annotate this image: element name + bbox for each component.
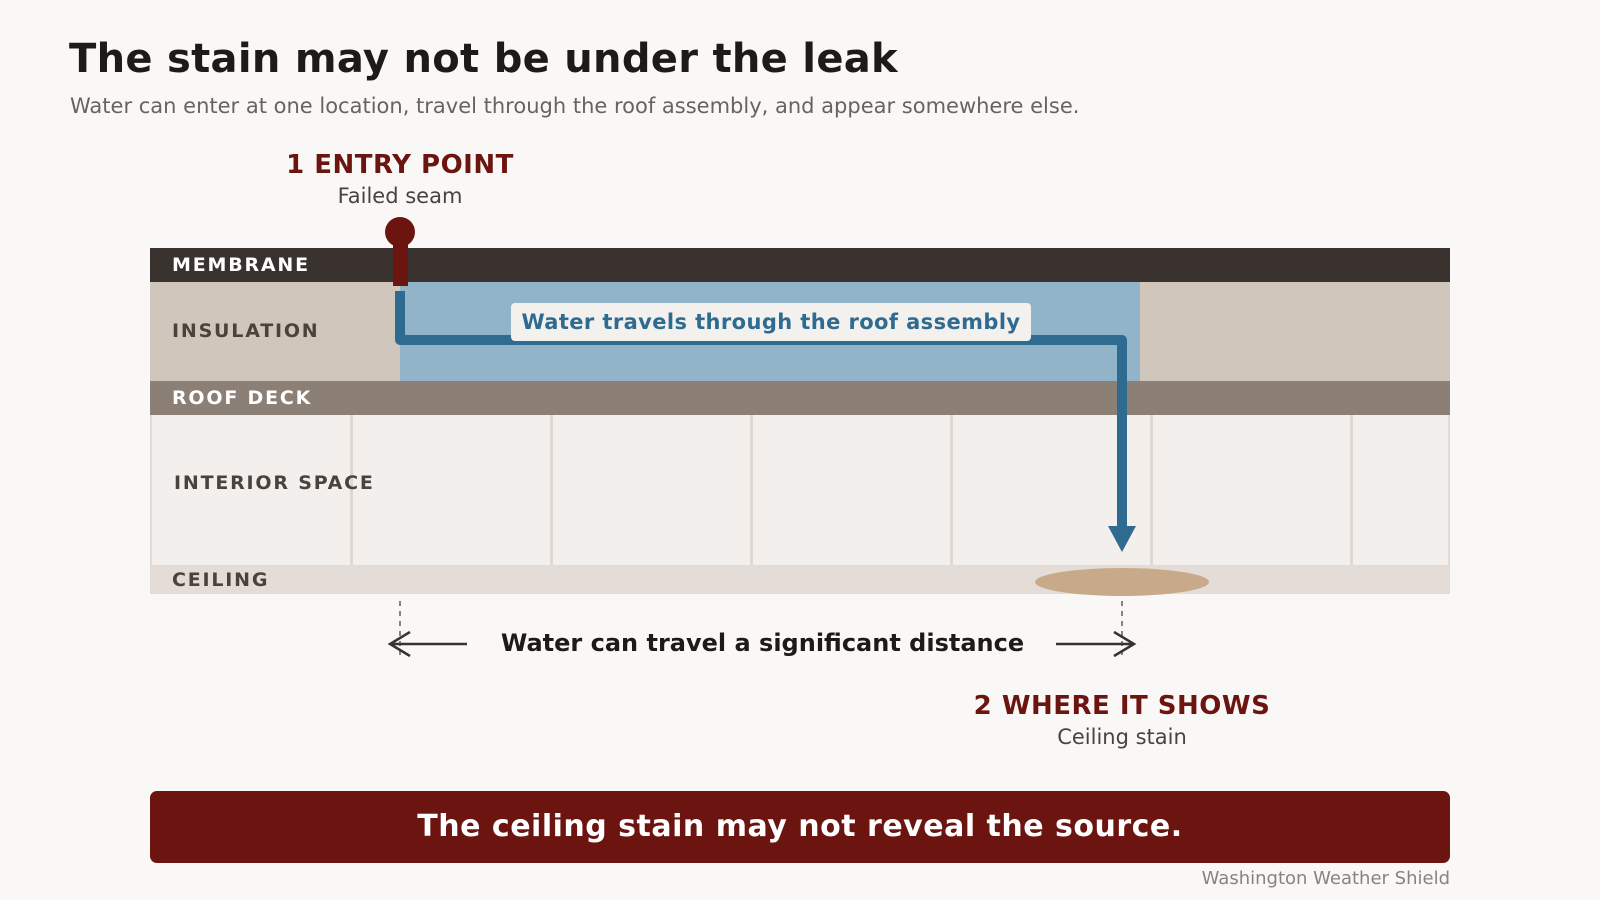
ceiling-joist [550, 415, 553, 565]
page-title: The stain may not be under the leak [69, 36, 898, 82]
entry-point-seam [393, 236, 408, 286]
membrane-label: MEMBRANE [172, 254, 310, 276]
roof-deck-layer: ROOF DECK [150, 381, 1450, 415]
water-travel-label: Water travels through the roof assembly [511, 303, 1031, 341]
conclusion-banner: The ceiling stain may not reveal the sou… [150, 791, 1450, 863]
ceiling-label: CEILING [172, 569, 270, 591]
page-subtitle: Water can enter at one location, travel … [70, 94, 1080, 118]
ceiling-joist [750, 415, 753, 565]
where-it-shows-callout: 2 WHERE IT SHOWS Ceiling stain [922, 691, 1322, 749]
ceiling-joist [950, 415, 953, 565]
where-it-shows-title: 2 WHERE IT SHOWS [973, 691, 1271, 721]
entry-point-callout: 1 ENTRY POINT Failed seam [250, 150, 550, 208]
footer-credit: Washington Weather Shield [1201, 868, 1450, 889]
entry-point-subtitle: Failed seam [337, 184, 463, 208]
entry-point-marker [385, 217, 415, 247]
right-arrowhead-icon [1113, 630, 1137, 658]
where-it-shows-subtitle: Ceiling stain [1057, 725, 1187, 749]
insulation-label: INSULATION [172, 320, 320, 342]
left-arrowhead-icon [387, 630, 411, 658]
ceiling-joist [1150, 415, 1153, 565]
membrane-layer: MEMBRANE [150, 248, 1450, 282]
ceiling-layer: CEILING [150, 567, 1450, 594]
roof-deck-label: ROOF DECK [172, 387, 313, 409]
ceiling-joist [350, 415, 353, 565]
entry-point-title: 1 ENTRY POINT [286, 150, 514, 180]
ceiling-joist [1350, 415, 1353, 565]
distance-label: Water can travel a significant distance [500, 629, 1025, 657]
ceiling-stain [1035, 568, 1209, 596]
water-path-arrowhead [1108, 526, 1136, 552]
interior-space-label: INTERIOR SPACE [174, 472, 375, 494]
interior-space-layer: INTERIOR SPACE [150, 415, 1450, 567]
